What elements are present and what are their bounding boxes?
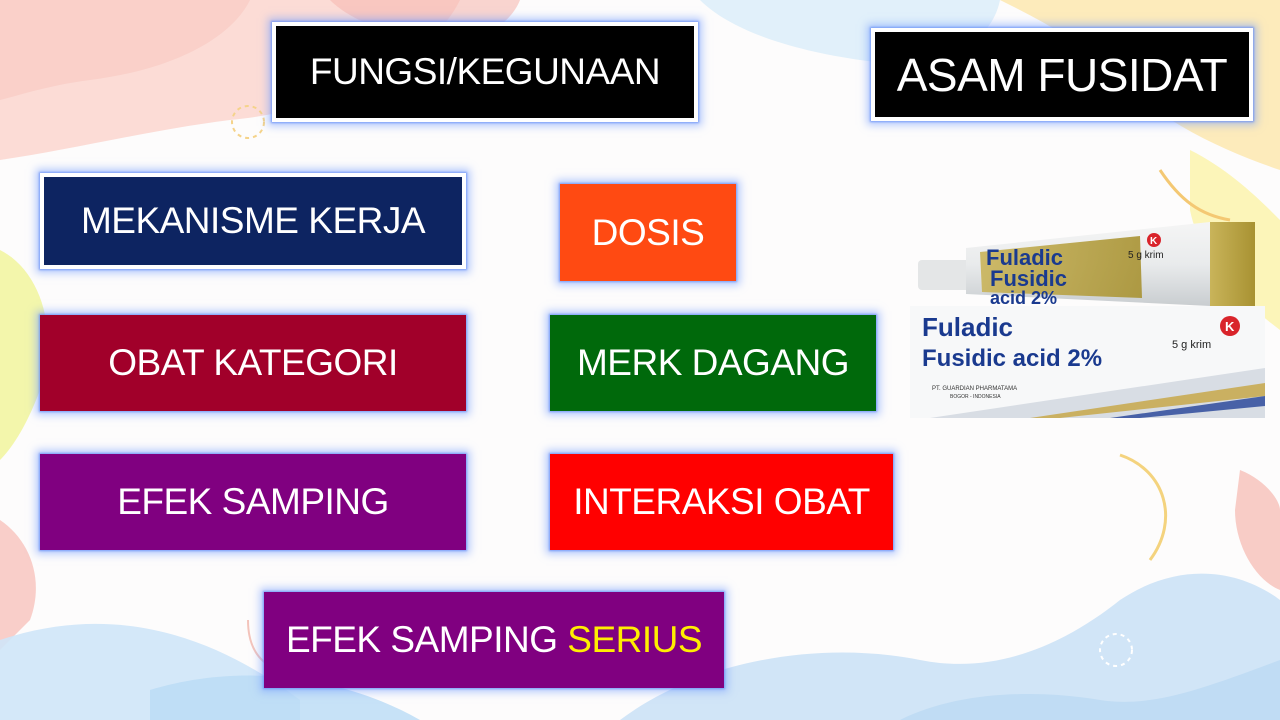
mekanisme-kerja-label: MEKANISME KERJA bbox=[80, 200, 426, 241]
efek-samping-serius-prefix: EFEK SAMPING bbox=[285, 619, 558, 660]
tube-brand: Fuladic bbox=[986, 245, 1063, 270]
dosis-label: DOSIS bbox=[591, 211, 705, 253]
serius-highlight: SERIUS bbox=[567, 619, 703, 660]
box-manufacturer: PT. GUARDIAN PHARMATAMA bbox=[932, 386, 1017, 392]
efek-samping-label: EFEK SAMPING bbox=[117, 481, 389, 522]
efek-samping-button[interactable]: EFEK SAMPING bbox=[40, 454, 466, 550]
merk-dagang-label: MERK DAGANG bbox=[576, 342, 850, 383]
fungsi-kegunaan-label: FUNGSI/KEGUNAAN bbox=[309, 51, 661, 92]
interaksi-obat-button[interactable]: INTERAKSI OBAT bbox=[550, 454, 893, 550]
efek-samping-serius-button[interactable]: EFEK SAMPING SERIUS bbox=[264, 592, 724, 688]
page-title: ASAM FUSIDAT bbox=[871, 28, 1253, 121]
tube-line1: Fusidic bbox=[990, 266, 1067, 291]
tube-line2: acid 2% bbox=[990, 288, 1057, 308]
box-k-mark: K bbox=[1225, 319, 1235, 334]
merk-dagang-button[interactable]: MERK DAGANG bbox=[550, 315, 876, 411]
product-image: Fuladic Fusidic acid 2% 5 g krim K Fulad… bbox=[910, 222, 1265, 418]
box-location: BOGOR - INDONESIA bbox=[950, 394, 1001, 400]
dosis-button[interactable]: DOSIS bbox=[560, 184, 736, 281]
obat-kategori-label: OBAT KATEGORI bbox=[108, 342, 398, 383]
tube-k-mark: K bbox=[1150, 236, 1158, 247]
obat-kategori-button[interactable]: OBAT KATEGORI bbox=[40, 315, 466, 411]
page-title-text: ASAM FUSIDAT bbox=[896, 48, 1228, 101]
box-brand: Fuladic bbox=[922, 312, 1013, 342]
cream-box: Fuladic Fusidic acid 2% 5 g krim K PT. G… bbox=[910, 306, 1265, 418]
tube-weight: 5 g krim bbox=[1128, 250, 1164, 261]
box-generic: Fusidic acid 2% bbox=[922, 345, 1102, 372]
fungsi-kegunaan-button[interactable]: FUNGSI/KEGUNAAN bbox=[272, 22, 698, 122]
box-weight: 5 g krim bbox=[1172, 339, 1211, 351]
mekanisme-kerja-button[interactable]: MEKANISME KERJA bbox=[40, 173, 466, 269]
efek-samping-serius-label: EFEK SAMPING SERIUS bbox=[285, 619, 703, 661]
cream-tube: Fuladic Fusidic acid 2% 5 g krim K bbox=[918, 222, 1255, 308]
interaksi-obat-label: INTERAKSI OBAT bbox=[573, 481, 870, 522]
